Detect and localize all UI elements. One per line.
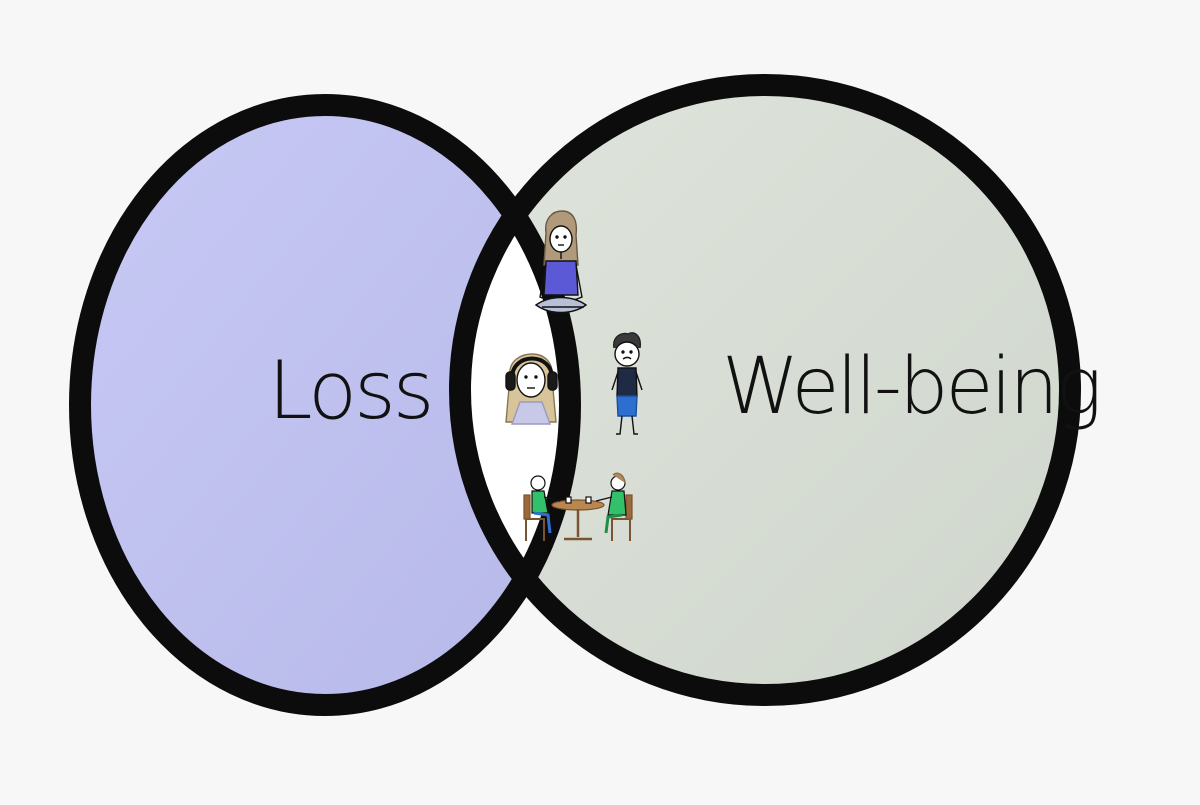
standing-person-icon: [611, 332, 643, 435]
loss-circle: [80, 105, 570, 705]
wellbeing-label: Well-being: [722, 342, 1099, 432]
headphones-person-icon: [505, 353, 558, 425]
meditating-person-icon: [534, 210, 588, 314]
table-conversation-icon: [523, 472, 633, 541]
loss-label: Loss: [268, 344, 431, 437]
wellbeing-outline: [449, 74, 1081, 706]
loss-outline: [69, 94, 581, 716]
wellbeing-circle: [460, 85, 1070, 695]
